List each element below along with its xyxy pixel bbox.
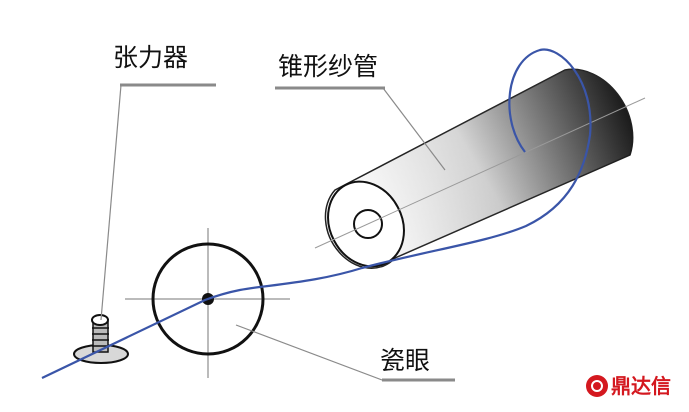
- watermark-logo: 鼎达信: [586, 374, 671, 398]
- tension-device: [73, 314, 129, 364]
- watermark-text: 鼎达信: [611, 374, 671, 398]
- porcelain-eye: [125, 228, 290, 378]
- eye-ring: [151, 242, 265, 356]
- leader-lines: [100, 83, 455, 382]
- dingdaxin-logo-icon: [586, 375, 608, 397]
- tension-cap: [91, 314, 109, 326]
- label-conical-bobbin: 锥形纱管: [278, 52, 379, 81]
- tension-thread: [92, 327, 109, 347]
- leader-bobbin: [382, 87, 446, 171]
- label-tension-device: 张力器: [113, 43, 189, 72]
- leader-eye: [235, 324, 383, 381]
- leader-tension: [100, 84, 122, 321]
- conical-bobbin: [314, 68, 646, 269]
- label-porcelain-eye: 瓷眼: [380, 346, 431, 375]
- yarn-path: [41, 48, 592, 379]
